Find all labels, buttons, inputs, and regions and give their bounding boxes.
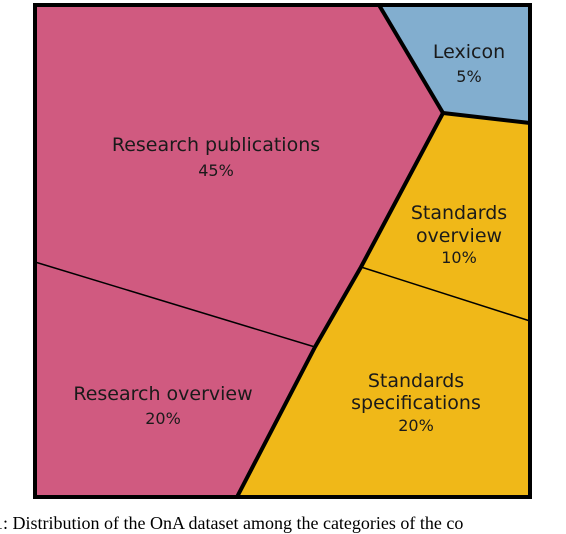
cell-standards-overview bbox=[361, 113, 530, 321]
cell-lexicon bbox=[379, 5, 530, 123]
cell-standards-specifications bbox=[237, 267, 530, 497]
percent-standards-overview: 10% bbox=[441, 248, 477, 267]
label-standards-specifications-line-1: Standards bbox=[368, 370, 464, 392]
cell-research-publications bbox=[35, 5, 443, 347]
cell-research-overview bbox=[35, 262, 315, 497]
label-standards-overview-line-2: overview bbox=[416, 225, 502, 247]
label-lexicon: Lexicon bbox=[433, 41, 505, 63]
label-standards-overview-line-1: Standards bbox=[411, 202, 507, 224]
chart-frame bbox=[33, 3, 532, 499]
percent-research-overview: 20% bbox=[145, 409, 181, 428]
boundary-lexicon-standards bbox=[442, 111, 531, 125]
label-research-overview: Research overview bbox=[73, 383, 252, 405]
percent-research-publications: 45% bbox=[198, 161, 234, 180]
percent-lexicon: 5% bbox=[456, 67, 481, 86]
divider-standards bbox=[360, 266, 531, 322]
percent-standards-specifications: 20% bbox=[398, 416, 434, 435]
label-standards-specifications-line-2: specifications bbox=[351, 392, 481, 414]
boundary-research-lexicon bbox=[377, 3, 445, 115]
figure-caption: 1: Distribution of the OnA dataset among… bbox=[0, 513, 464, 533]
divider-research bbox=[34, 261, 316, 348]
boundary-research-standards bbox=[235, 112, 445, 498]
label-research-publications: Research publications bbox=[112, 134, 320, 156]
voronoi-treemap-chart: Research publications 45% Research overvie… bbox=[33, 3, 532, 499]
